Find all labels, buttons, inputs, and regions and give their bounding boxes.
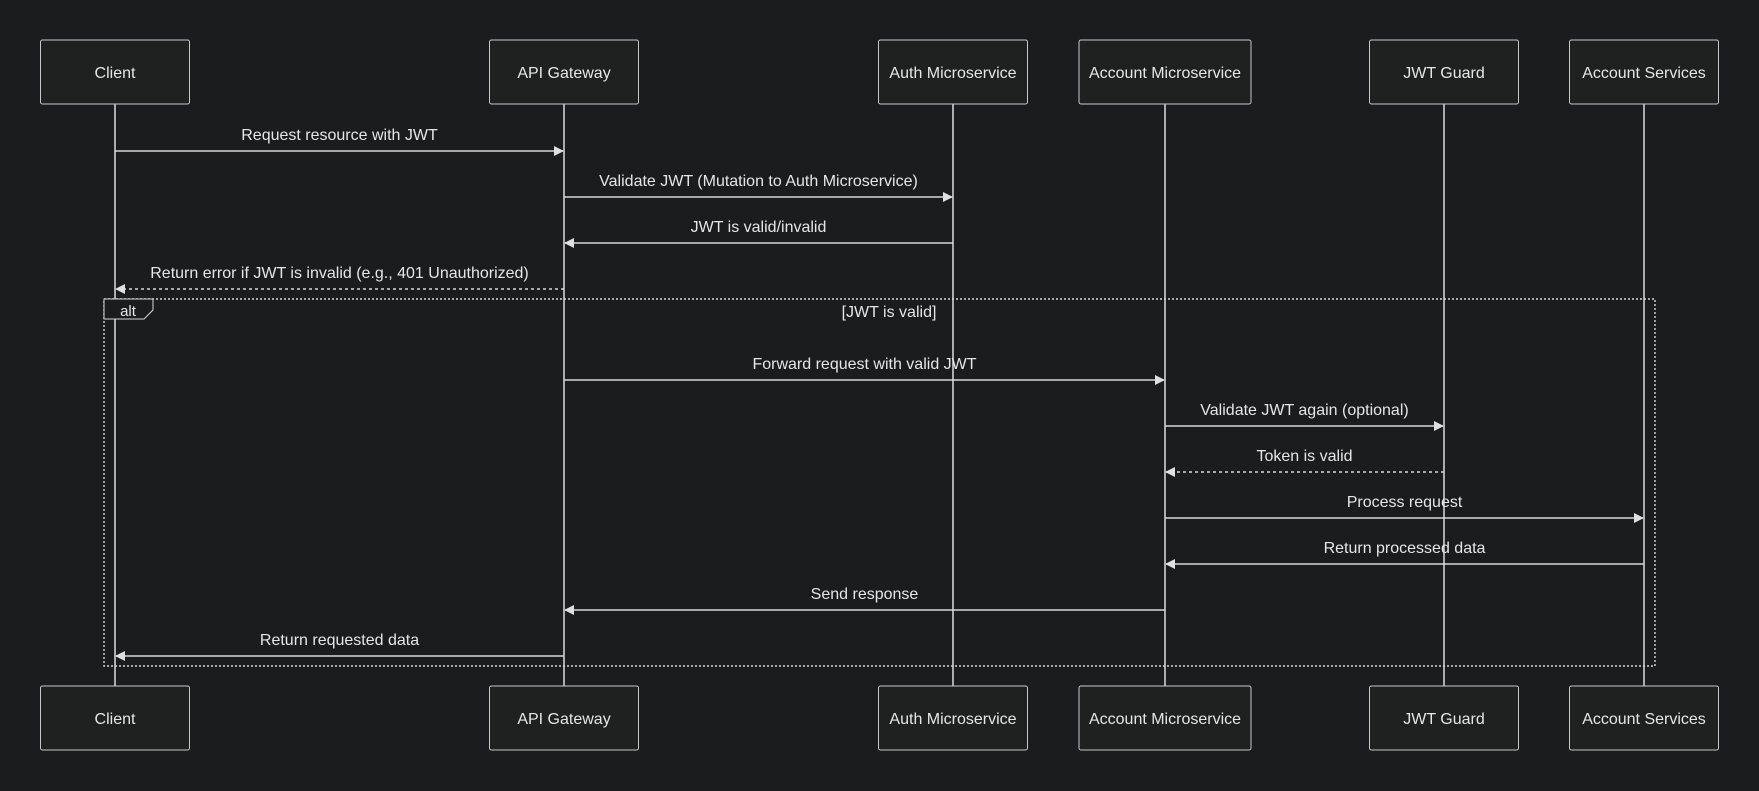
message-label: Validate JWT again (optional) (1200, 402, 1408, 419)
message-label: Return error if JWT is invalid (e.g., 40… (150, 265, 529, 282)
alt-fragment-tab (103, 298, 154, 320)
participant-label: Account Services (1582, 711, 1706, 728)
participant-box (489, 685, 639, 751)
participant-label: API Gateway (517, 65, 610, 82)
alt-fragment-keyword: alt (120, 303, 137, 320)
participant-label: API Gateway (517, 711, 610, 728)
message-6: Validate JWT again (optional) (1165, 402, 1444, 431)
participant-label: Account Services (1582, 65, 1706, 82)
participants-top: Client API Gateway Auth Microservice Accoun… (40, 39, 1719, 105)
participant-box (1369, 39, 1519, 105)
participant-client-top: Client (40, 39, 190, 105)
participant-guard-bottom: JWT Guard (1369, 685, 1519, 751)
message-4: Return error if JWT is invalid (e.g., 40… (115, 265, 564, 294)
participant-client-bottom: Client (40, 685, 190, 751)
participant-services-top: Account Services (1569, 39, 1719, 105)
participant-box (489, 39, 639, 105)
participant-services-bottom: Account Services (1569, 685, 1719, 751)
alt-fragment: alt [JWT is valid] (103, 298, 1656, 667)
message-label: Token is valid (1256, 448, 1352, 465)
message-8: Process request (1165, 494, 1644, 523)
participant-box (1078, 685, 1252, 751)
message-label: JWT is valid/invalid (691, 219, 827, 236)
message-label: Process request (1347, 494, 1463, 511)
participant-box (878, 39, 1028, 105)
participant-account-bottom: Account Microservice (1078, 685, 1252, 751)
message-7: Token is valid (1165, 448, 1444, 477)
participant-label: JWT Guard (1403, 711, 1485, 728)
message-label: Return processed data (1324, 540, 1486, 557)
message-label: Request resource with JWT (241, 127, 438, 144)
participant-box (40, 39, 190, 105)
message-9: Return processed data (1165, 540, 1644, 569)
participant-label: Auth Microservice (889, 711, 1016, 728)
participant-gateway-top: API Gateway (489, 39, 639, 105)
participant-box (878, 685, 1028, 751)
message-2: Validate JWT (Mutation to Auth Microserv… (564, 173, 953, 202)
message-1: Request resource with JWT (115, 127, 564, 156)
message-label: Validate JWT (Mutation to Auth Microserv… (599, 173, 918, 190)
participant-box (1369, 685, 1519, 751)
participant-label: Client (95, 65, 136, 82)
participant-box (1569, 39, 1719, 105)
participant-account-top: Account Microservice (1078, 39, 1252, 105)
message-3: JWT is valid/invalid (564, 219, 953, 248)
message-5: Forward request with valid JWT (564, 356, 1165, 385)
participant-label: Auth Microservice (889, 65, 1016, 82)
participant-label: JWT Guard (1403, 65, 1485, 82)
participant-box (1569, 685, 1719, 751)
message-11: Return requested data (115, 632, 564, 661)
participant-label: Account Microservice (1089, 65, 1241, 82)
participant-guard-top: JWT Guard (1369, 39, 1519, 105)
participant-auth-bottom: Auth Microservice (878, 685, 1028, 751)
participant-label: Client (95, 711, 136, 728)
messages: Request resource with JWT Validate JWT (M… (115, 127, 1644, 661)
message-10: Send response (564, 586, 1165, 615)
lifelines (114, 104, 1645, 686)
alt-fragment-frame (103, 298, 1656, 667)
alt-fragment-condition: [JWT is valid] (842, 304, 937, 321)
participant-gateway-bottom: API Gateway (489, 685, 639, 751)
participant-auth-top: Auth Microservice (878, 39, 1028, 105)
message-label: Forward request with valid JWT (752, 356, 976, 373)
participant-box (1078, 39, 1252, 105)
participant-box (40, 685, 190, 751)
message-label: Return requested data (260, 632, 419, 649)
message-label: Send response (811, 586, 919, 603)
participant-label: Account Microservice (1089, 711, 1241, 728)
participants-bottom: Client API Gateway Auth Microservice Accoun… (40, 685, 1719, 751)
